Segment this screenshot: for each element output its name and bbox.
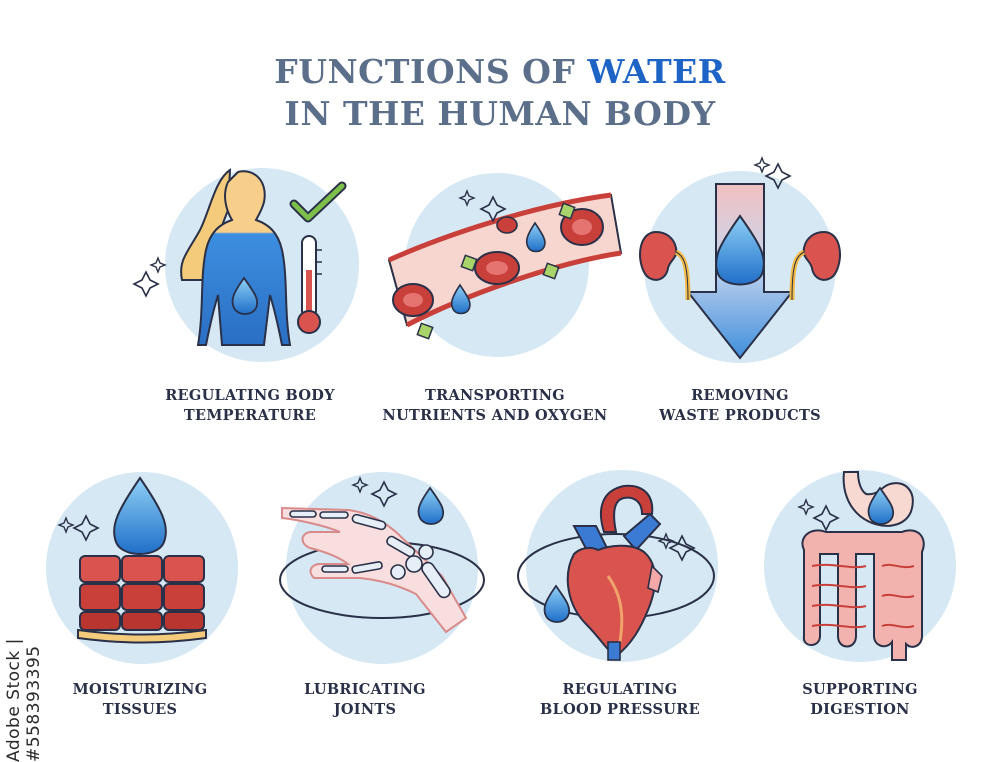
function-4-label: MOISTURIZING TISSUES	[72, 681, 208, 718]
function-5-label: LUBRICATING JOINTS	[304, 681, 426, 718]
function-4-illustration	[42, 468, 242, 668]
function-7-label: SUPPORTING DIGESTION	[802, 681, 918, 718]
hand-joint-icon	[279, 472, 485, 664]
title-accent-word: WATER	[587, 52, 726, 91]
body-temperature-icon	[132, 168, 359, 362]
function-3-label: REMOVING WASTE PRODUCTS	[659, 387, 821, 424]
function-5-illustration	[270, 468, 490, 668]
stock-watermark: Adobe Stock | #558393395	[4, 638, 44, 762]
function-7-illustration	[762, 466, 962, 671]
function-2-illustration	[385, 165, 625, 365]
function-6-illustration	[512, 466, 732, 671]
heart-icon	[517, 470, 718, 662]
page-title-line-1: FUNCTIONS OF WATER	[0, 52, 1000, 91]
function-2-label: TRANSPORTING NUTRIENTS AND OXYGEN	[382, 387, 608, 424]
skin-tissue-icon	[46, 472, 238, 664]
page-title-line-2: IN THE HUMAN BODY	[284, 94, 716, 133]
kidneys-icon	[639, 156, 841, 363]
function-1-label: REGULATING BODY TEMPERATURE	[165, 387, 335, 424]
intestines-icon	[764, 470, 956, 662]
function-1-illustration	[132, 160, 370, 375]
function-3-illustration	[632, 156, 852, 375]
title-prefix: FUNCTIONS OF	[274, 52, 576, 91]
function-6-label: REGULATING BLOOD PRESSURE	[540, 681, 700, 718]
blood-vessel-icon	[387, 173, 623, 357]
